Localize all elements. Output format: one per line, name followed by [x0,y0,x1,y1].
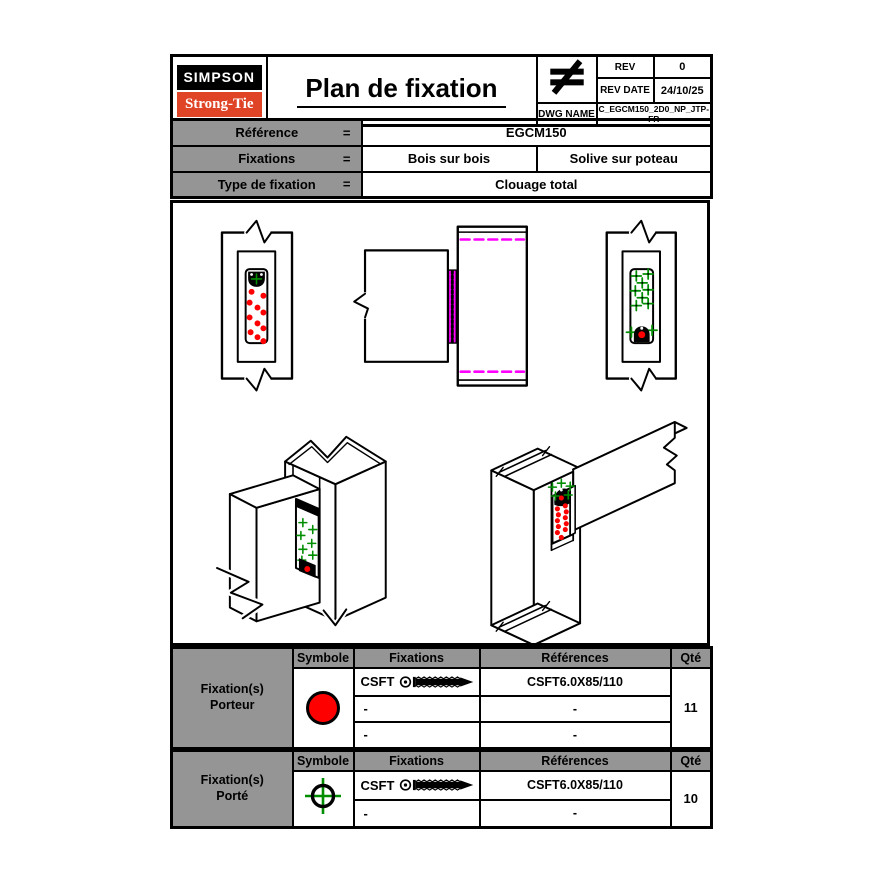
fixation-code: CSFT [360,777,395,793]
fixation-cell: - [352,798,481,829]
qty-cell: 11 [669,666,713,750]
fixation-drawings [213,219,688,646]
equals-sign: = [342,125,351,141]
drawing-sheet: SIMPSON Strong-Tie Plan de fixation REV … [170,54,714,830]
not-equal-glyph [549,59,584,95]
info-value-type-fixation: Clouage total [360,170,713,199]
section-view [353,225,528,387]
group-label-line2: Porté [216,789,249,803]
group-label-line1: Fixation(s) [200,773,264,788]
info-value-fixations-right: Solive sur poteau [535,144,713,173]
info-label-text: Type de fixation [217,176,316,192]
porteur-nail-dots [246,288,267,345]
fixation-cell: CSFT [352,769,481,801]
fixation-code: CSFT [360,674,395,689]
info-label-type-fixation: Type de fixation = [170,170,363,199]
group-label-line2: Porteur [210,698,255,712]
logo-simpson: SIMPSON [177,64,262,90]
logo-strongtie: Strong-Tie [177,91,262,117]
fixation-table-porteur: Fixation(s) Porteur Symbole Fixations Ré… [170,646,713,750]
rev-date-label: REV DATE [595,77,655,104]
red-circle-icon [306,690,340,725]
reference-info-table: Référence = EGCM150 Fixations = Bois sur b… [170,118,714,199]
info-label-fixations: Fixations = [170,144,363,173]
fixation-cell: - [352,694,481,723]
equals-sign: = [342,151,351,166]
col-header-fixations: Fixations [352,749,481,772]
col-header-references: Références [478,749,672,772]
technical-drawing-area [170,200,710,646]
reference-cell: CSFT6.0X85/110 [478,666,672,697]
simpson-strongtie-logo: SIMPSON Strong-Tie [170,54,268,127]
reference-cell: CSFT6.0X85/110 [478,769,672,801]
rev-date-value: 24/10/25 [652,77,713,104]
rev-value: 0 [652,54,713,80]
fixation-cell: CSFT [352,666,481,697]
info-label-reference: Référence = [170,118,363,147]
iso-view-porte-side [213,435,387,629]
col-header-qte: Qté [669,749,713,772]
green-crosshair-icon [305,778,341,815]
info-label-text: Fixations [238,151,296,166]
col-header-qte: Qté [669,646,713,669]
iso-view-porteur-side [490,421,688,646]
rev-label: REV [595,54,655,80]
info-value-fixations-left: Bois sur bois [360,144,538,173]
info-value-reference: EGCM150 [360,118,713,147]
equals-sign: = [342,176,351,192]
porteur-symbol-cell [291,666,355,750]
porte-symbol-cell [291,769,355,829]
page-title: Plan de fixation [297,73,506,108]
group-label-porte: Fixation(s) Porté [170,749,294,829]
col-header-fixations: Fixations [352,646,481,669]
col-header-references: Références [478,646,672,669]
front-view-green-nailing [605,219,677,392]
screw-icon [400,779,474,791]
reference-cell: - [478,694,672,723]
reference-cell: - [478,720,672,750]
info-label-text: Référence [235,125,299,141]
fixation-table-porte: Fixation(s) Porté Symbole Fixations Réfé… [170,749,713,829]
col-header-symbole: Symbole [291,646,355,669]
group-label-porteur: Fixation(s) Porteur [170,646,294,750]
reference-cell: - [478,798,672,829]
col-header-symbole: Symbole [291,749,355,772]
screw-icon [400,675,474,688]
porte-nail-crosses-iso [547,478,575,501]
front-view-red-nailing [220,219,294,392]
group-label-line1: Fixation(s) [200,682,264,697]
title-block: SIMPSON Strong-Tie Plan de fixation REV … [170,54,713,127]
qty-cell: 10 [669,769,713,829]
fixation-cell: - [352,720,481,750]
not-equal-icon [535,54,598,104]
porteur-nail-dots-iso [554,503,569,541]
sheet-title: Plan de fixation [265,54,538,127]
